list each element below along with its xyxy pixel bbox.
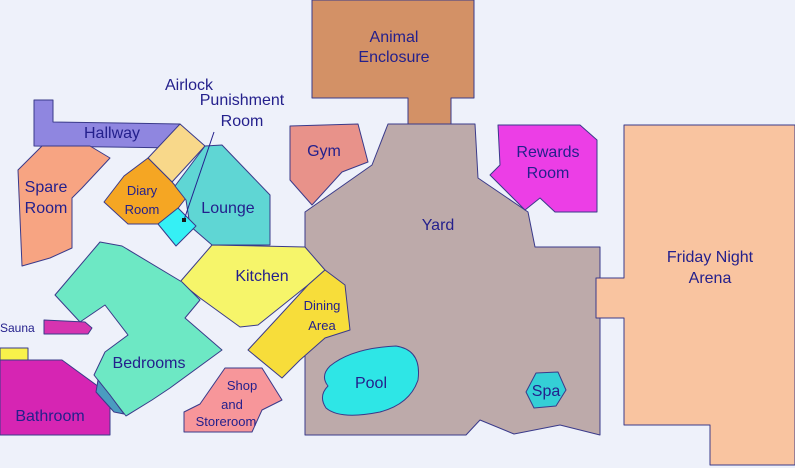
bedrooms-label: Bedrooms: [113, 355, 186, 372]
airlock-label: Airlock: [165, 77, 214, 94]
bathroom-label: Bathroom: [15, 408, 84, 425]
dining-area-label-line2: Area: [308, 318, 336, 333]
gym-label: Gym: [307, 143, 341, 160]
punishment-room-label-line2: Room: [221, 113, 264, 130]
bedrooms-area[interactable]: [54, 241, 223, 417]
shop-label-line3: Storeroom: [196, 414, 257, 429]
sauna-area[interactable]: [43, 319, 93, 335]
shop-label: Shop: [227, 378, 257, 393]
kitchen-label: Kitchen: [235, 268, 288, 285]
pool-label: Pool: [355, 375, 387, 392]
shop-and-storeroom-area[interactable]: [183, 367, 283, 433]
animal-enclosure-label: Animal: [370, 29, 419, 46]
dining-area[interactable]: [247, 269, 351, 379]
bathroom-area[interactable]: [0, 359, 111, 436]
yard-label: Yard: [422, 217, 455, 234]
shop-label-line2: and: [221, 397, 243, 412]
rewards-room-area[interactable]: [489, 124, 598, 213]
lounge-label: Lounge: [201, 200, 254, 217]
punishment-room-area[interactable]: [157, 207, 197, 247]
friday-night-arena-label: Friday Night: [667, 249, 754, 266]
gym-area[interactable]: [289, 123, 369, 206]
diary-room-label-line2: Room: [125, 202, 160, 217]
spa-area[interactable]: [525, 371, 567, 409]
rewards-room-label-line2: Room: [527, 165, 570, 182]
punishment-room-pointer-end: [182, 218, 186, 222]
punishment-room-label: Punishment: [200, 92, 285, 109]
dining-area-label: Dining: [304, 298, 341, 313]
rewards-room-label: Rewards: [516, 144, 579, 161]
hallway-label: Hallway: [84, 125, 140, 142]
punishment-room-pointer: [183, 131, 215, 221]
spare-room-label: Spare: [25, 179, 68, 196]
animal-enclosure-area[interactable]: [311, 0, 475, 125]
bedrooms-bathroom-connector: [95, 379, 125, 415]
pool-area[interactable]: [322, 345, 420, 416]
diary-room-label: Diary: [127, 183, 158, 198]
friday-night-arena-label-line2: Arena: [689, 270, 732, 287]
friday-night-arena-area[interactable]: [595, 124, 795, 466]
sauna-label: Sauna: [0, 321, 35, 335]
spare-room-label-line2: Room: [25, 200, 68, 217]
animal-enclosure-label-line2: Enclosure: [358, 49, 429, 66]
spare-room-area[interactable]: [17, 145, 111, 267]
spa-label: Spa: [532, 383, 561, 400]
